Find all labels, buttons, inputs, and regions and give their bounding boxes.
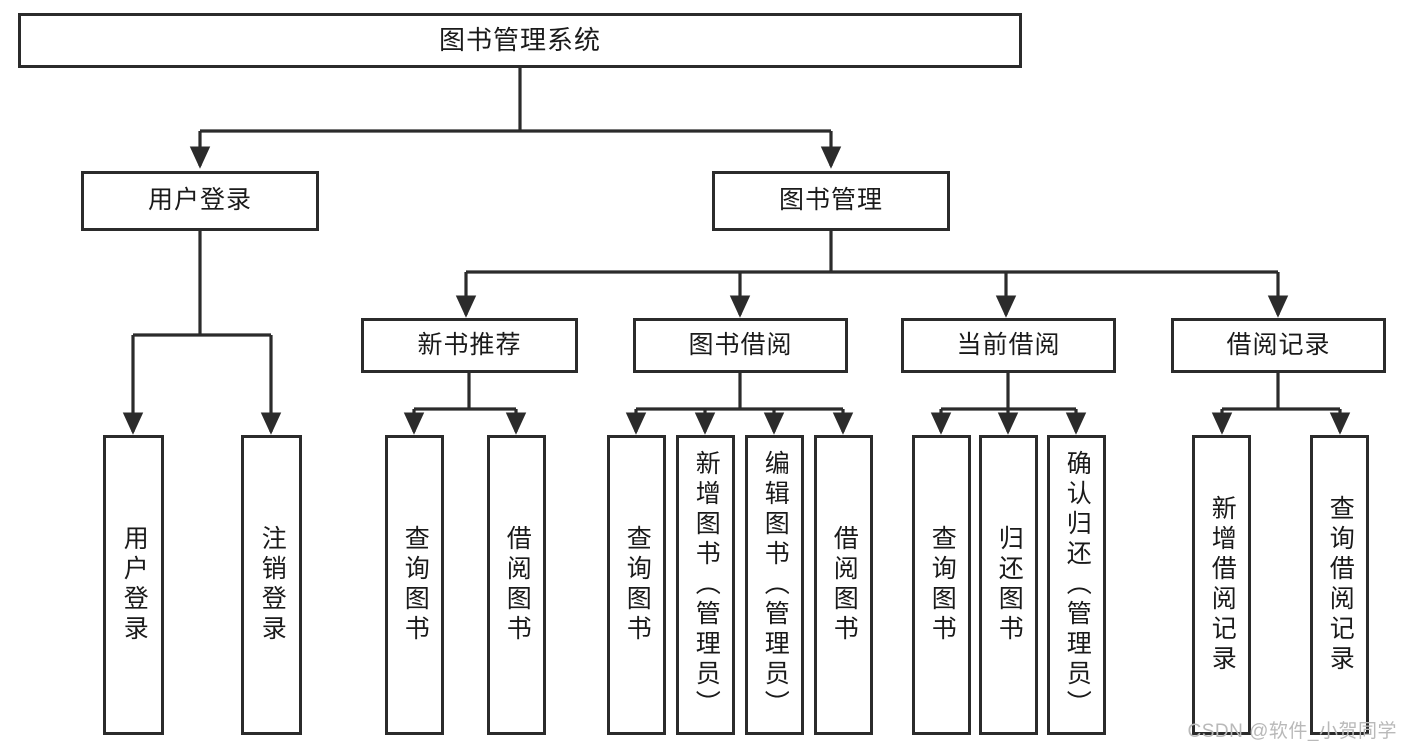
- node-label: 查询图书: [928, 525, 957, 645]
- leaf-user-login[interactable]: 用户登录: [103, 435, 164, 735]
- node-label: 借阅记录: [1226, 330, 1331, 359]
- node-label: 图书管理系统: [438, 25, 601, 56]
- node-label: 确认归还（管理员）: [1063, 450, 1092, 720]
- node-root-system[interactable]: 图书管理系统: [18, 13, 1022, 68]
- node-label: 借阅图书: [830, 525, 859, 645]
- leaf-query-books-new[interactable]: 查询图书: [385, 435, 444, 735]
- node-label: 当前借阅: [956, 330, 1061, 359]
- node-new-book-recommend[interactable]: 新书推荐: [361, 318, 578, 373]
- node-current-borrow[interactable]: 当前借阅: [901, 318, 1116, 373]
- node-label: 借阅图书: [503, 525, 532, 645]
- node-book-borrow[interactable]: 图书借阅: [633, 318, 848, 373]
- node-label: 查询图书: [401, 525, 430, 645]
- leaf-edit-book-admin[interactable]: 编辑图书（管理员）: [745, 435, 804, 735]
- node-label: 新增借阅记录: [1208, 495, 1237, 675]
- leaf-query-books-borrow[interactable]: 查询图书: [607, 435, 666, 735]
- node-label: 图书管理: [778, 186, 883, 215]
- node-label: 查询借阅记录: [1326, 495, 1355, 675]
- leaf-borrow-books[interactable]: 借阅图书: [814, 435, 873, 735]
- node-borrow-records[interactable]: 借阅记录: [1171, 318, 1386, 373]
- node-label: 新增图书（管理员）: [692, 450, 721, 720]
- node-book-management[interactable]: 图书管理: [712, 171, 950, 231]
- node-label: 查询图书: [623, 525, 652, 645]
- node-label: 新书推荐: [417, 330, 522, 359]
- leaf-add-borrow-record[interactable]: 新增借阅记录: [1192, 435, 1251, 735]
- node-label: 注销登录: [258, 525, 287, 645]
- leaf-confirm-return-admin[interactable]: 确认归还（管理员）: [1047, 435, 1106, 735]
- watermark-text: CSDN @软件_小贺同学: [1187, 721, 1397, 742]
- leaf-borrow-books-new[interactable]: 借阅图书: [487, 435, 546, 735]
- node-user-login[interactable]: 用户登录: [81, 171, 319, 231]
- leaf-query-books-current[interactable]: 查询图书: [912, 435, 971, 735]
- leaf-query-borrow-record[interactable]: 查询借阅记录: [1310, 435, 1369, 735]
- leaf-logout[interactable]: 注销登录: [241, 435, 302, 735]
- node-label: 用户登录: [147, 186, 252, 215]
- node-label: 用户登录: [120, 525, 149, 645]
- node-label: 编辑图书（管理员）: [761, 450, 790, 720]
- leaf-add-book-admin[interactable]: 新增图书（管理员）: [676, 435, 735, 735]
- leaf-return-books[interactable]: 归还图书: [979, 435, 1038, 735]
- node-label: 归还图书: [995, 525, 1024, 645]
- node-label: 图书借阅: [688, 330, 793, 359]
